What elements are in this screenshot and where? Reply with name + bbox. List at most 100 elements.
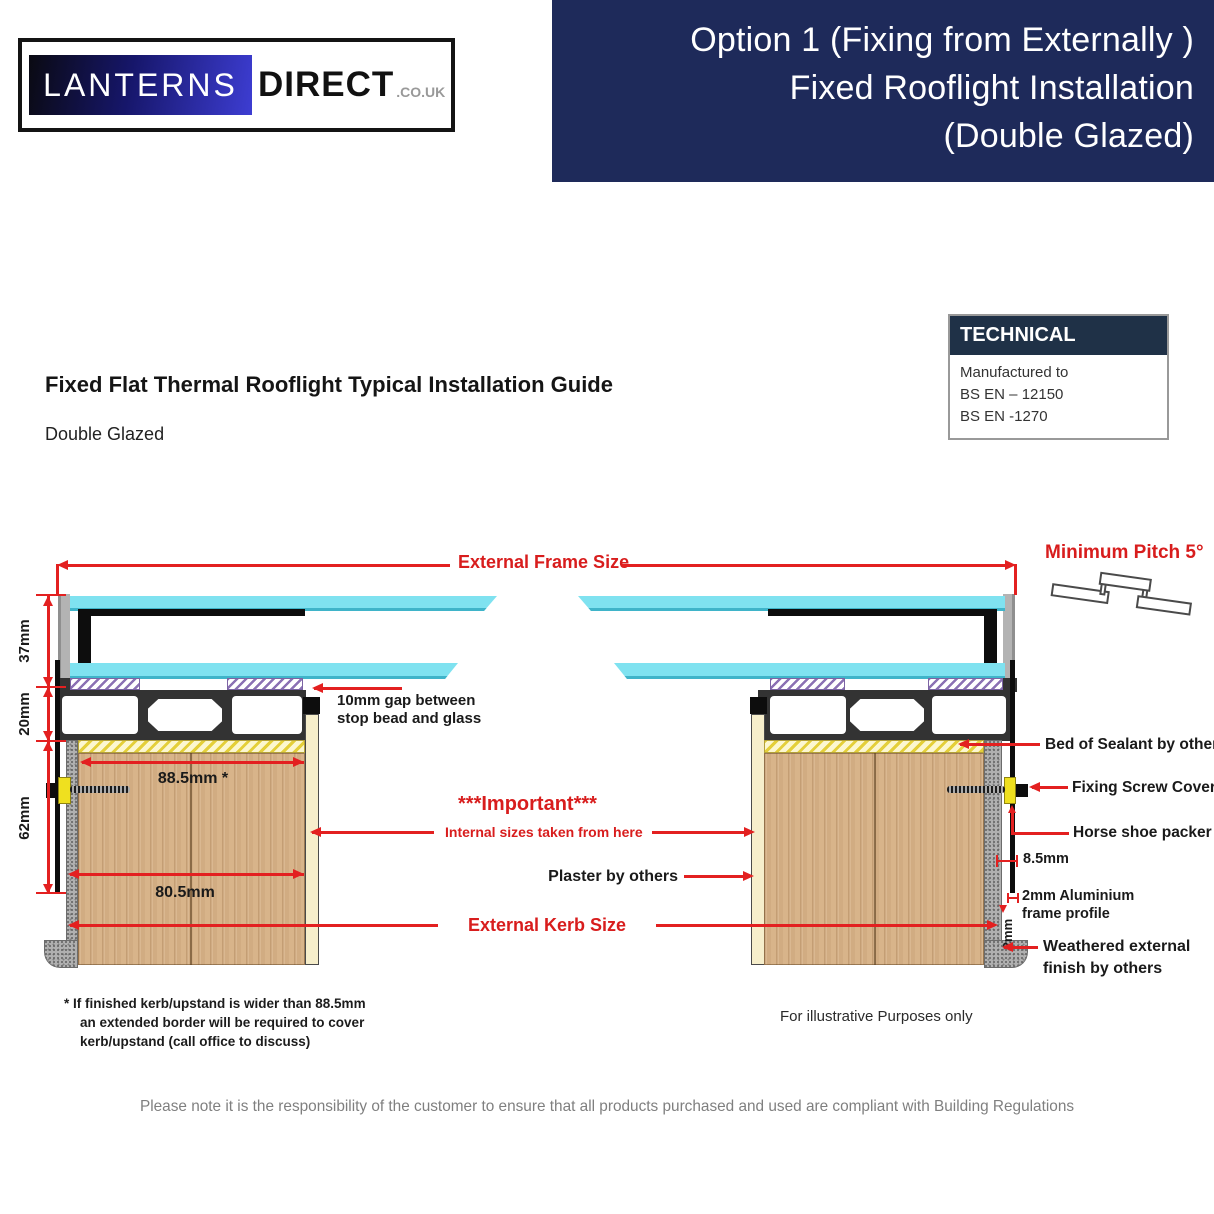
arrowhead [744, 827, 755, 837]
compliance-disclaimer: Please note it is the responsibility of … [139, 1098, 1075, 1115]
footnote-line-1: * If finished kerb/upstand is wider than… [64, 996, 366, 1011]
thermal-break-right-1 [770, 678, 845, 690]
thermal-break-right-2 [928, 678, 1003, 690]
dimension-line [1008, 897, 1018, 899]
frame-profile-leg-right [1010, 660, 1015, 893]
horse-shoe-packer-left [58, 777, 71, 804]
arrowhead [43, 677, 53, 687]
dimension-label-glass-height: 37mm [15, 619, 33, 663]
kerb-board-joint-left [190, 753, 192, 965]
stop-bead-left [303, 697, 320, 714]
internal-lining-left [305, 714, 319, 965]
header-line-3: (Double Glazed) [943, 117, 1194, 155]
weathered-label-line-2: finish by others [1043, 960, 1163, 977]
arrowhead [310, 827, 321, 837]
fixing-screw-right [947, 786, 1005, 793]
frame-chamber-right-center [850, 699, 924, 731]
footnote-line-3: kerb/upstand (call office to discuss) [80, 1034, 311, 1049]
frame-chamber-left-2 [232, 696, 302, 734]
frame-chamber-left-center [148, 699, 222, 731]
arrowhead [1005, 560, 1016, 570]
dimension-label-top-width: 88.5mm * [157, 770, 229, 787]
dimension-tick [996, 855, 998, 867]
sealant-bed-left [78, 740, 305, 753]
leader-line [684, 875, 744, 878]
internal-lining-right [751, 714, 765, 965]
arrowhead [43, 596, 53, 606]
external-cap-left [58, 594, 70, 678]
fixing-screw-cover-label: Fixing Screw Cover [1072, 779, 1214, 796]
aluminium-label-line-2: frame profile [1022, 906, 1110, 922]
dimension-label-kerb-height: 62mm [15, 796, 33, 840]
horse-shoe-packer-label: Horse shoe packer [1073, 824, 1212, 841]
weathered-label-line-1: Weathered external [1043, 938, 1191, 955]
arrowhead [987, 920, 998, 930]
technical-heading: TECHNICAL [950, 316, 1167, 355]
glazing-spacer-right [984, 609, 997, 664]
brand-logo: LANTERNS DIRECT .CO.UK [18, 38, 455, 132]
dimension-line [70, 873, 304, 876]
internal-sizes-label: Internal sizes taken from here [445, 824, 643, 840]
logo-direct-text: DIRECT [258, 65, 395, 104]
gap-note-line-1: 10mm gap between [337, 692, 476, 709]
technical-body: Manufactured to BS EN – 12150 BS EN -127… [950, 355, 1167, 438]
dimension-tick [36, 594, 66, 596]
leader-line [314, 687, 402, 690]
sealant-bed-right [764, 740, 984, 753]
arrowhead [43, 687, 53, 697]
technical-box: TECHNICAL Manufactured to BS EN – 12150 … [948, 314, 1169, 440]
leader-line [656, 924, 988, 927]
dimension-line [622, 564, 1006, 567]
frame-chamber-right-1 [770, 696, 846, 734]
leader-line [1032, 786, 1068, 789]
glazing-edge-seal-left [91, 609, 305, 616]
glass-pane-inner-left [70, 663, 458, 679]
technical-line-3: BS EN -1270 [960, 408, 1048, 425]
leader-line [312, 831, 434, 834]
gap-note-line-2: stop bead and glass [337, 710, 482, 727]
leader-line [960, 743, 1040, 746]
logo-tld-text: .CO.UK [396, 84, 446, 100]
leader-line [70, 924, 438, 927]
fixing-screw-cover-right [1016, 784, 1028, 797]
horse-shoe-packer-right [1004, 777, 1016, 804]
logo-lanterns-box: LANTERNS [29, 55, 252, 115]
arrowhead [743, 871, 754, 881]
weathered-finish-foot-left [44, 940, 78, 968]
dimension-line [82, 761, 304, 764]
dimension-label-frame-height: 20mm [15, 692, 33, 736]
footnote-line-2: an extended border will be required to c… [80, 1015, 365, 1030]
dimension-extension [1014, 564, 1017, 595]
dimension-line [997, 860, 1017, 862]
arrowhead [1008, 805, 1016, 813]
arrowhead [958, 739, 969, 749]
aluminium-label-line-1: 2mm Aluminium [1022, 888, 1135, 904]
dimension-tick [1016, 855, 1018, 867]
glazing-edge-seal-right [768, 609, 984, 616]
header-line-1: Option 1 (Fixing from Externally ) [690, 21, 1194, 59]
arrowhead [68, 920, 79, 930]
technical-line-1: Manufactured to [960, 364, 1069, 381]
dimension-tick [1017, 893, 1019, 903]
arrowhead [43, 884, 53, 894]
dimension-line [66, 564, 450, 567]
dimension-label-bottom-width: 80.5mm [155, 884, 215, 901]
thermal-break-left-2 [227, 678, 303, 690]
arrowhead [999, 905, 1007, 913]
stop-bead-right [750, 697, 767, 714]
profile-thickness-label: 2mm [999, 918, 1015, 950]
glazing-spacer-left [78, 609, 91, 664]
illustrative-note: For illustrative Purposes only [780, 1008, 973, 1025]
arrowhead [312, 683, 323, 693]
bed-of-sealant-label: Bed of Sealant by others [1045, 736, 1214, 753]
page-subtitle: Double Glazed [45, 424, 165, 444]
arrowhead [57, 560, 68, 570]
arrowhead [1029, 782, 1040, 792]
header-line-2: Fixed Rooflight Installation [789, 69, 1194, 107]
frame-chamber-left-1 [62, 696, 138, 734]
leader-line [1004, 946, 1038, 949]
packer-gap-label: 8.5mm [1023, 851, 1069, 867]
frame-chamber-right-2 [932, 696, 1006, 734]
minimum-pitch-label: Minimum Pitch 5° [1045, 542, 1204, 563]
